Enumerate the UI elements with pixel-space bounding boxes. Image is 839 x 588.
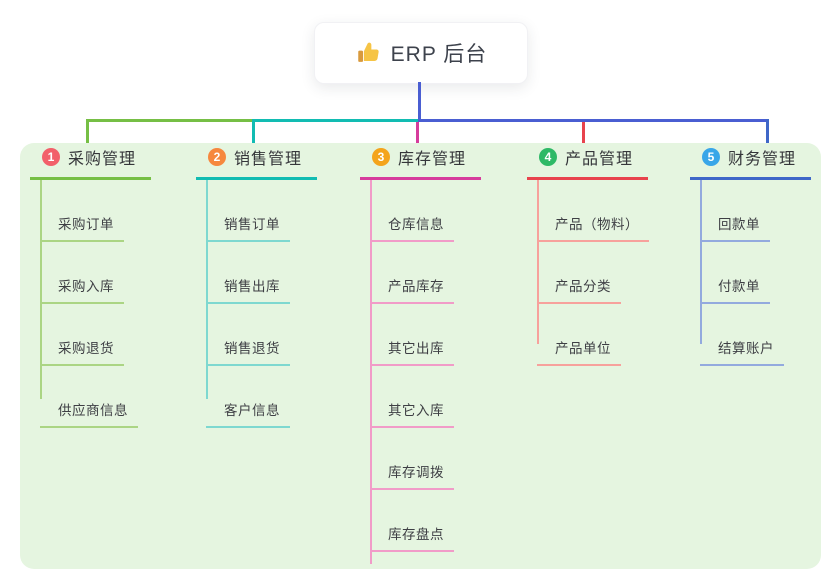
node-purchase-inbound[interactable]: 采购入库	[40, 242, 124, 304]
drop-line-sales	[252, 119, 255, 144]
mindmap-canvas	[20, 143, 821, 569]
branch-node-purchase[interactable]: 1 采购管理	[30, 144, 152, 180]
node-warehouse-info[interactable]: 仓库信息	[370, 180, 454, 242]
root-node-erp[interactable]: ERP 后台	[314, 22, 528, 84]
branch-child-line	[700, 180, 702, 344]
badge-3: 3	[372, 148, 390, 166]
node-payment-bill[interactable]: 付款单	[700, 242, 770, 304]
node-stock-transfer[interactable]: 库存调拨	[370, 428, 454, 490]
branch-inventory: 3 库存管理 仓库信息 产品库存 其它出库 其它入库 库存调拨 库存盘点 出库库…	[360, 144, 482, 564]
node-sales-return[interactable]: 销售退货	[206, 304, 290, 366]
branch-sales: 2 销售管理 销售订单 销售出库 销售退货 客户信息	[196, 144, 318, 428]
drop-line-finance	[766, 119, 769, 144]
node-settlement-account[interactable]: 结算账户	[700, 304, 784, 366]
node-receipt-bill[interactable]: 回款单	[700, 180, 770, 242]
branch-product: 4 产品管理 产品（物料） 产品分类 产品单位	[527, 144, 649, 366]
branch-purchase: 1 采购管理 采购订单 采购入库 采购退货 供应商信息	[30, 144, 152, 428]
branch-child-line	[370, 180, 372, 564]
node-customer-info[interactable]: 客户信息	[206, 366, 290, 428]
node-product-material[interactable]: 产品（物料）	[537, 180, 649, 242]
node-sales-outbound[interactable]: 销售出库	[206, 242, 290, 304]
root-connector-line	[418, 82, 421, 120]
node-sales-order[interactable]: 销售订单	[206, 180, 290, 242]
node-stock-taking[interactable]: 库存盘点	[370, 490, 454, 552]
badge-4: 4	[539, 148, 557, 166]
node-other-outbound[interactable]: 其它出库	[370, 304, 454, 366]
drop-line-purchase	[86, 119, 89, 144]
badge-1: 1	[42, 148, 60, 166]
branch-finance: 5 财务管理 回款单 付款单 结算账户	[690, 144, 812, 366]
branch-node-sales[interactable]: 2 销售管理	[196, 144, 318, 180]
drop-line-inventory	[416, 122, 419, 144]
branch-child-line	[206, 180, 208, 399]
node-supplier-info[interactable]: 供应商信息	[40, 366, 138, 428]
root-title: ERP 后台	[390, 43, 488, 66]
node-product-unit[interactable]: 产品单位	[537, 304, 621, 366]
badge-2: 2	[208, 148, 226, 166]
thumbs-up-icon	[357, 42, 379, 62]
bus-line-blue	[418, 119, 769, 122]
branch-node-inventory[interactable]: 3 库存管理	[360, 144, 482, 180]
node-purchase-order[interactable]: 采购订单	[40, 180, 124, 242]
node-purchase-return[interactable]: 采购退货	[40, 304, 124, 366]
branch-child-line	[40, 180, 42, 399]
branch-node-product[interactable]: 4 产品管理	[527, 144, 649, 180]
bus-line-teal	[253, 119, 419, 122]
node-product-category[interactable]: 产品分类	[537, 242, 621, 304]
node-other-inbound[interactable]: 其它入库	[370, 366, 454, 428]
drop-line-product	[582, 122, 585, 144]
branch-child-line	[537, 180, 539, 344]
badge-5: 5	[702, 148, 720, 166]
bus-line-green	[86, 119, 255, 122]
node-product-stock[interactable]: 产品库存	[370, 242, 454, 304]
node-outbound-detail[interactable]: 出库库明细	[370, 552, 468, 588]
branch-node-finance[interactable]: 5 财务管理	[690, 144, 812, 180]
